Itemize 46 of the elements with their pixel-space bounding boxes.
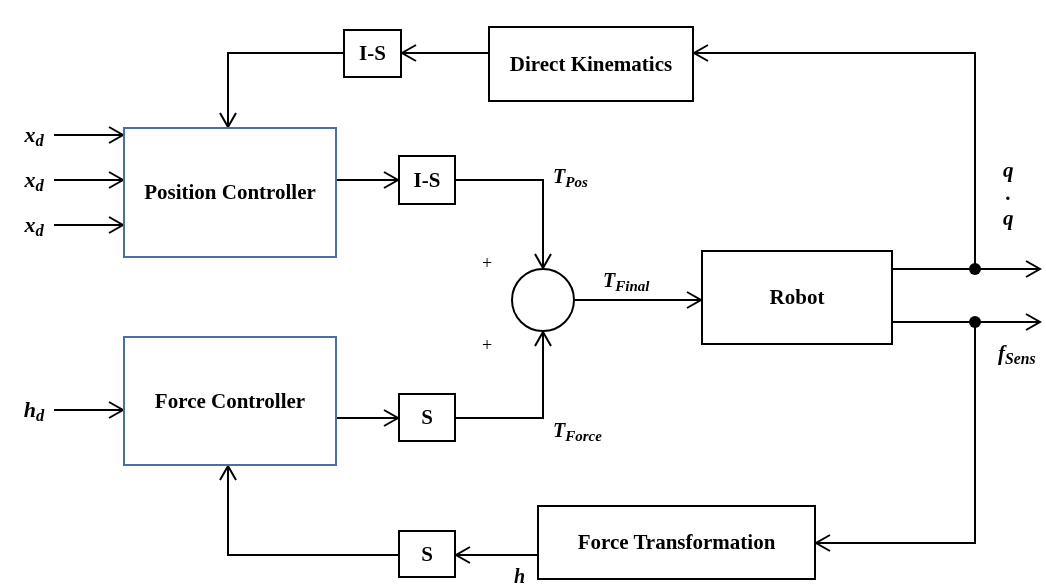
- signal-label: q: [1003, 208, 1014, 229]
- block-label: I-S: [359, 40, 386, 67]
- arrow: [53, 216, 124, 234]
- signal-label: T$_{Pos}$: [553, 166, 588, 186]
- signal-label: f$_{Sens}$: [998, 343, 1036, 364]
- block-label: Position Controller: [144, 179, 316, 206]
- controller-block: [123, 336, 337, 466]
- controller-block: [123, 127, 337, 258]
- block: [398, 155, 456, 205]
- arrow: [53, 401, 124, 419]
- block: [398, 393, 456, 442]
- block-label: Robot: [769, 284, 825, 311]
- input-signal-label: x$_{d}$: [14, 211, 54, 239]
- arrow: [219, 52, 344, 128]
- input-signal-label: x$_{d}$: [14, 166, 54, 194]
- arrow: [401, 44, 489, 62]
- arrow: [53, 171, 124, 189]
- block: [537, 505, 816, 580]
- signal-label: .: [1006, 183, 1012, 204]
- arrow: [455, 331, 552, 419]
- block-label: I-S: [413, 166, 441, 194]
- block: [701, 250, 893, 345]
- block: [398, 530, 456, 578]
- sign-label: +: [482, 336, 493, 354]
- sign-label: +: [482, 254, 493, 272]
- input-signal-label: x$_{d}$: [14, 121, 54, 149]
- block: [488, 26, 694, 102]
- arrow: [53, 126, 124, 144]
- arrow: [455, 546, 538, 564]
- arrow: [336, 409, 399, 427]
- arrow: [219, 465, 399, 556]
- block: [343, 29, 402, 78]
- signal-label: h: [514, 566, 526, 586]
- block-label: S: [421, 540, 433, 568]
- summing-junction: [511, 268, 575, 332]
- input-signal-label: h$_{d}$: [14, 396, 54, 424]
- signal-label: q: [1003, 160, 1014, 181]
- block-label: Force Transformation: [577, 529, 776, 556]
- block-label: Force Controller: [154, 387, 306, 415]
- arrow: [455, 179, 552, 269]
- signal-label: T$_{Force}$: [553, 420, 602, 440]
- block-label: Direct Kinematics: [509, 50, 673, 78]
- signal-label: T$_{Final}$: [603, 270, 650, 290]
- arrow: [574, 291, 702, 309]
- arrow: [336, 171, 399, 189]
- block-label: S: [421, 404, 433, 431]
